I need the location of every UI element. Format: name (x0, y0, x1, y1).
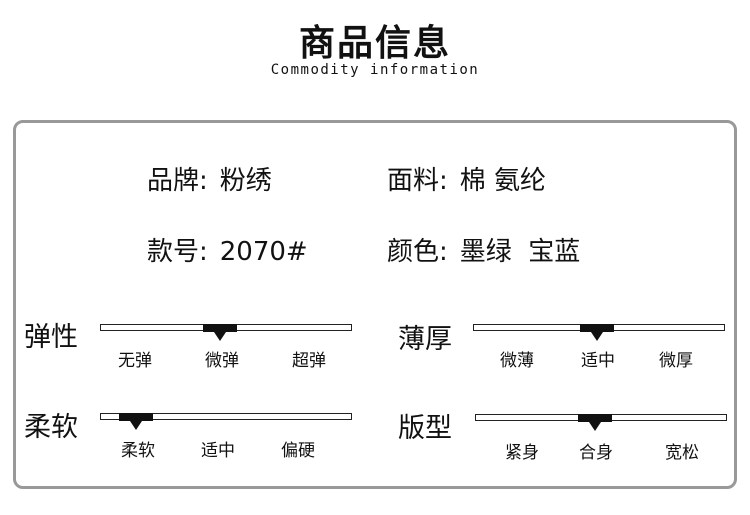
spec-fabric: 面料: 棉 氨纶 (387, 160, 546, 197)
attr-elasticity-option-2: 微弹 (205, 351, 239, 371)
attr-softness-bar (100, 412, 352, 430)
spec-color-value: 墨绿 宝蓝 (459, 237, 581, 267)
attr-fit-bar (475, 413, 727, 431)
attr-fit-option-1: 紧身 (505, 443, 539, 463)
attr-thickness-bar (473, 323, 725, 341)
attr-fit-label: 版型 (398, 413, 452, 444)
attr-fit-option-3: 宽松 (665, 443, 699, 463)
attr-softness-label: 柔软 (24, 412, 78, 443)
attr-thickness-marker (580, 323, 614, 341)
attr-softness-option-1: 柔软 (121, 441, 155, 461)
attr-elasticity-option-3: 超弹 (292, 351, 326, 371)
attr-softness-marker (119, 412, 153, 430)
spec-style-no-label: 款号: (147, 237, 208, 267)
attr-thickness-option-2: 适中 (581, 351, 615, 371)
info-frame (13, 120, 737, 489)
attr-softness-option-3: 偏硬 (281, 441, 315, 461)
page-title: 商品信息 (298, 23, 451, 64)
attr-elasticity-marker (203, 323, 237, 341)
attr-fit-option-2: 合身 (579, 443, 613, 463)
attr-thickness-option-1: 微薄 (500, 351, 534, 371)
spec-brand-label: 品牌: (147, 166, 208, 196)
spec-style-no: 款号: 2070# (147, 231, 308, 268)
attr-thickness-option-3: 微厚 (659, 351, 693, 371)
spec-color: 颜色: 墨绿 宝蓝 (387, 231, 580, 268)
attr-fit-marker (578, 413, 612, 431)
attr-elasticity-label: 弹性 (24, 322, 78, 353)
attr-softness-option-2: 适中 (201, 441, 235, 461)
spec-fabric-label: 面料: (387, 166, 448, 196)
page-subtitle: Commodity information (270, 62, 480, 78)
attr-elasticity-bar (100, 323, 352, 341)
attr-elasticity-option-1: 无弹 (118, 351, 152, 371)
spec-brand: 品牌: 粉绣 (147, 160, 272, 197)
attr-thickness-label: 薄厚 (398, 324, 452, 355)
spec-color-label: 颜色: (387, 237, 448, 267)
spec-brand-value: 粉绣 (219, 166, 272, 196)
spec-fabric-value: 棉 氨纶 (459, 166, 547, 196)
spec-style-no-value: 2070# (219, 237, 308, 267)
